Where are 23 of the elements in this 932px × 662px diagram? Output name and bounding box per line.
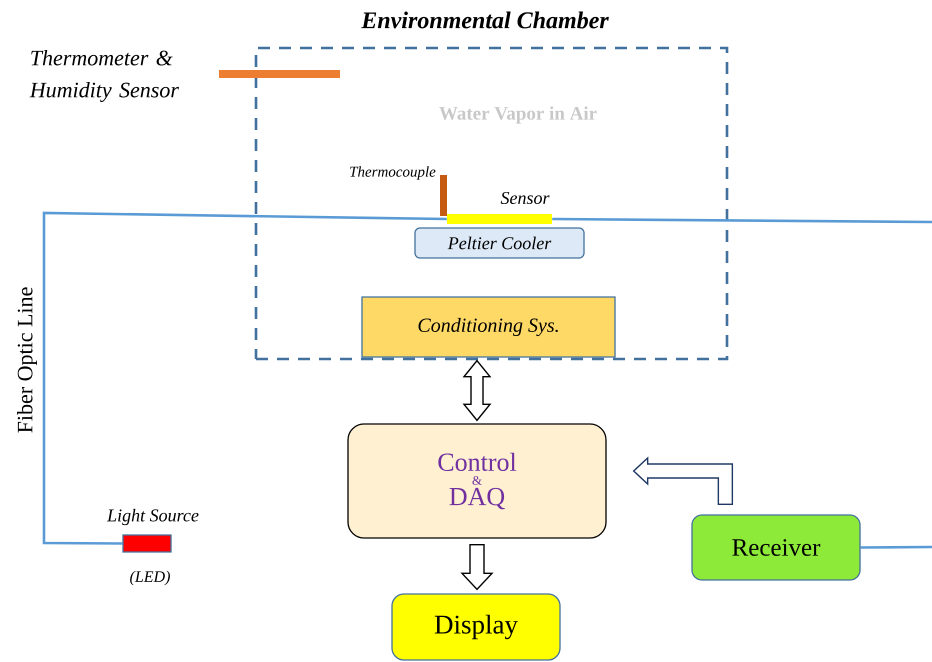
sensor-caption: Thermometer & Humidity Sensor <box>30 50 179 102</box>
led-block <box>122 534 172 553</box>
thermocouple-caption: Thermocouple <box>350 166 436 180</box>
chamber-box <box>254 12 728 360</box>
control-box: Control & DAQ <box>347 423 607 539</box>
sensor-strip <box>447 214 552 224</box>
fiber-optic-line <box>42 212 447 545</box>
source-caption: Light Source <box>106 508 199 526</box>
cooler-box: Peltier Cooler <box>414 227 585 259</box>
thermocouple-bar <box>440 175 447 216</box>
edge-label: Fiber Optic Line <box>17 287 37 433</box>
sensor-caption: Sensor <box>500 192 550 204</box>
chamber-title: Environmental Chamber <box>361 12 609 28</box>
hollow-arrow <box>632 456 734 506</box>
led-caption: (LED) <box>130 570 170 586</box>
hollow-arrow <box>462 360 492 422</box>
display-box: Display <box>391 593 561 661</box>
hollow-arrow <box>460 544 494 590</box>
thermometer-bar <box>219 70 340 78</box>
receiver-box: Receiver <box>691 514 861 581</box>
fiber-optic-line <box>552 218 932 224</box>
conditioning-box: Conditioning Sys. <box>361 296 616 358</box>
fiber-optic-line <box>860 546 932 549</box>
